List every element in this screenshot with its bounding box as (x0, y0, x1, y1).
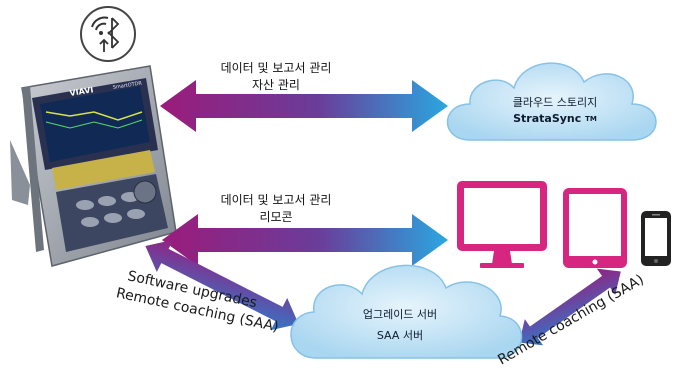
top-arrow-line1: 데이터 및 보고서 관리 (220, 61, 332, 75)
lower-right-arrow (519, 268, 621, 346)
trademark: TM (585, 115, 597, 123)
cloud-server-line2: SAA 서버 (376, 329, 424, 342)
device-model: SmartOTDR (112, 80, 143, 91)
cloud-server (290, 264, 523, 359)
middle-arrow-line2: 리모콘 (259, 210, 293, 224)
device-brand: VIAVI (69, 85, 94, 98)
cloud-storage (446, 62, 657, 141)
wireless-usb-bluetooth-icon (80, 6, 136, 62)
top-double-arrow (160, 80, 448, 132)
cloud-storage-label: 클라우드 스토리지 StrataSync TM (500, 95, 610, 127)
otdr-device (10, 65, 177, 267)
monitor-icon (457, 181, 547, 268)
middle-double-arrow (162, 214, 448, 266)
stratasync-name: StrataSync (513, 112, 582, 125)
top-arrow-label: 데이터 및 보고서 관리 자산 관리 (206, 60, 346, 94)
cloud-server-line1: 업그레이드 서버 (362, 308, 438, 321)
middle-arrow-line1: 데이터 및 보고서 관리 (220, 193, 332, 207)
top-arrow-line2: 자산 관리 (252, 78, 300, 92)
tablet-icon (563, 188, 627, 268)
lower-left-arrow (145, 239, 299, 331)
phone-icon (641, 211, 671, 266)
cloud-server-label: 업그레이드 서버 SAA 서버 (345, 304, 455, 346)
middle-arrow-label: 데이터 및 보고서 관리 리모콘 (206, 192, 346, 226)
cloud-storage-line2: StrataSync TM (500, 111, 610, 127)
cloud-storage-line1: 클라우드 스토리지 (512, 96, 598, 109)
